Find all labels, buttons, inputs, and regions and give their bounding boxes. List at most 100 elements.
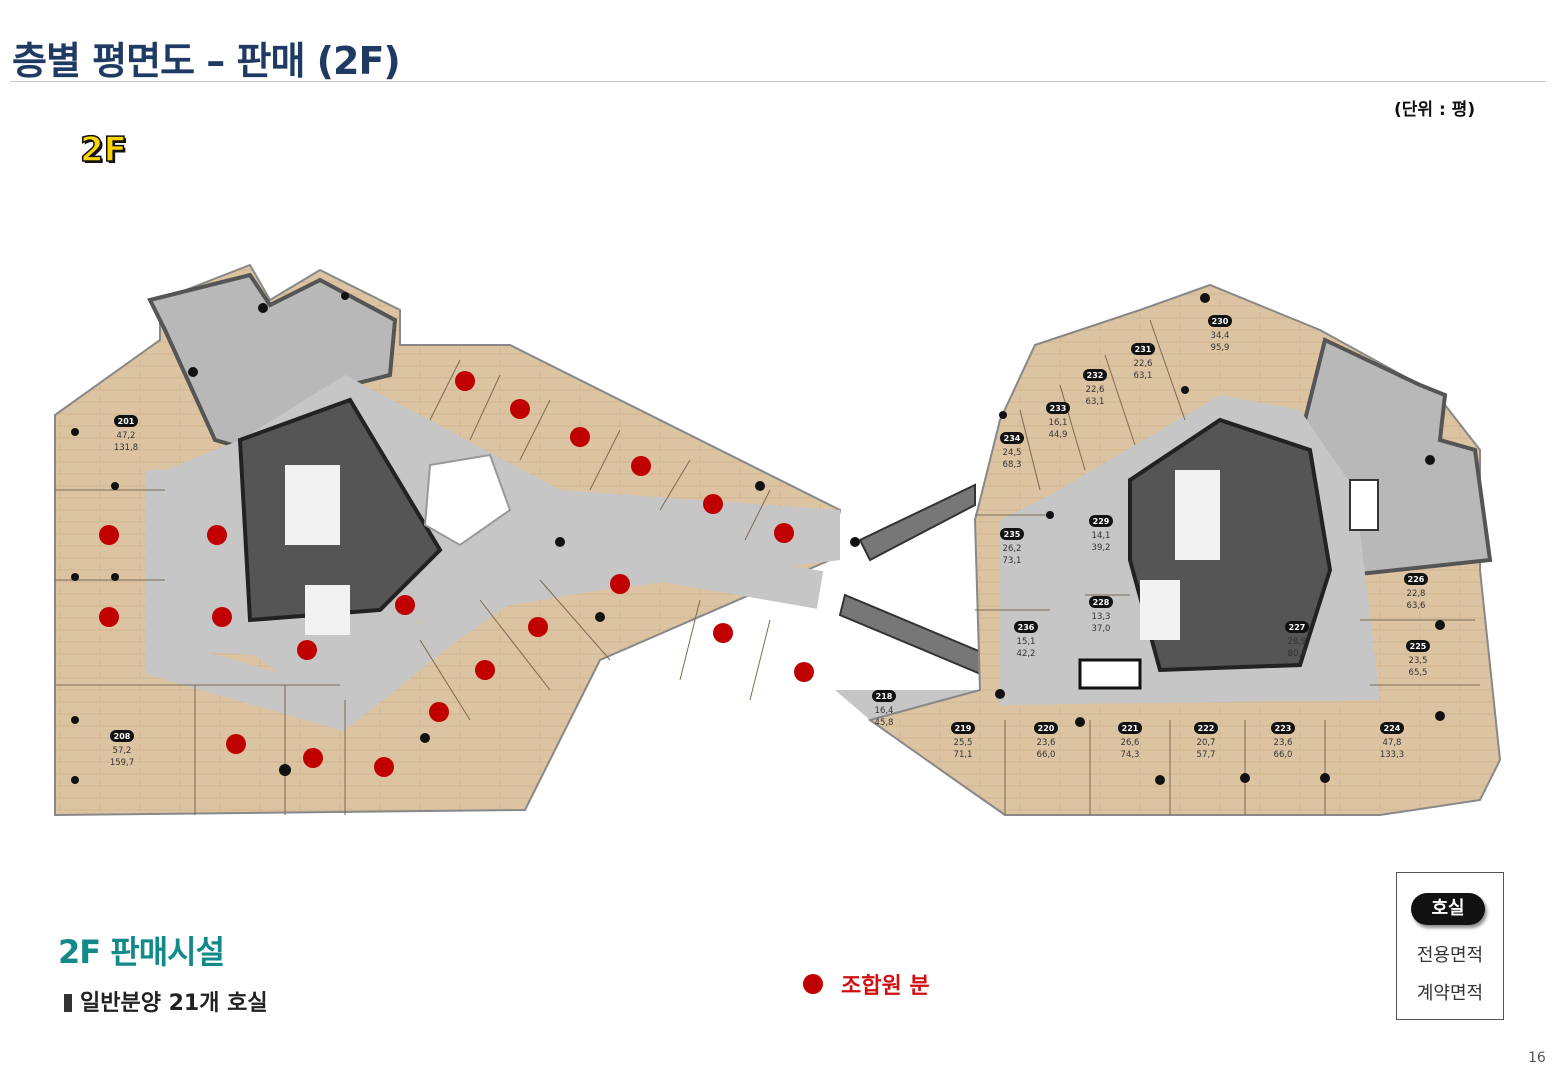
member-unit-dot	[207, 525, 227, 545]
unit-contract-area: 57,7	[1197, 750, 1216, 760]
unit-number-text: 226	[1408, 575, 1425, 584]
unit-number-pill	[1271, 722, 1295, 734]
member-dot-icon	[803, 974, 823, 994]
member-unit-dot	[395, 595, 415, 615]
unit-number-pill	[1000, 432, 1024, 444]
unit-contract-area: 68,3	[1003, 460, 1022, 470]
unit-exclusive-area: 47,2	[117, 431, 136, 441]
unit-number-pill	[1034, 722, 1058, 734]
member-unit-dot	[713, 623, 733, 643]
unit-number-pill	[1118, 722, 1142, 734]
unit-exclusive-area: 22,8	[1407, 589, 1426, 599]
unit-number-text: 227	[1289, 623, 1306, 632]
unit-number-pill	[872, 690, 896, 702]
structural-columns	[71, 292, 1445, 785]
unit-label-218: 218 16,4 45,8	[872, 690, 896, 728]
unit-number-text: 231	[1135, 345, 1152, 354]
unit-number-pill	[1406, 640, 1430, 652]
left-building	[54, 263, 842, 817]
unit-contract-area: 95,9	[1211, 343, 1230, 353]
unit-number-text: 219	[955, 724, 972, 733]
member-unit-dot	[429, 702, 449, 722]
unit-contract-area: 133,3	[1380, 750, 1404, 760]
unit-exclusive-area: 23,6	[1274, 738, 1293, 748]
unit-label-key: 호실 전용면적 계약면적	[1396, 872, 1504, 1020]
member-unit-dot	[510, 399, 530, 419]
member-unit-dot	[631, 456, 651, 476]
unit-number-text: 225	[1410, 642, 1427, 651]
unit-number-text: 208	[114, 732, 131, 741]
unit-number-pill	[1131, 343, 1155, 355]
unit-number-pill	[1404, 573, 1428, 585]
unit-label-223: 223 23,6 66,0	[1271, 722, 1295, 760]
member-unit-dot	[297, 640, 317, 660]
member-unit-dot	[774, 523, 794, 543]
unit-number-text: 201	[118, 417, 135, 426]
unit-number-pill	[1083, 369, 1107, 381]
unit-number-text: 218	[876, 692, 893, 701]
unit-number-pill	[1285, 621, 1309, 633]
unit-contract-area: 44,9	[1049, 430, 1068, 440]
unit-number-text: 223	[1275, 724, 1292, 733]
unit-number-pill	[1000, 528, 1024, 540]
unit-exclusive-area: 15,1	[1017, 637, 1036, 647]
member-unit-dot	[610, 574, 630, 594]
unit-number-text: 224	[1384, 724, 1401, 733]
unit-number-text: 220	[1038, 724, 1055, 733]
unit-exclusive-area: 16,1	[1049, 418, 1068, 428]
unit-label-233: 233 16,1 44,9	[1046, 402, 1070, 440]
member-unit-dot	[226, 734, 246, 754]
unit-contract-area: 45,8	[875, 718, 894, 728]
key-contract-area: 계약면적	[1416, 983, 1484, 1004]
unit-exclusive-area: 14,1	[1092, 531, 1111, 541]
unit-exclusive-area: 20,7	[1197, 738, 1216, 748]
unit-number-pill	[1380, 722, 1404, 734]
unit-number-text: 233	[1050, 404, 1067, 413]
unit-number-pill	[951, 722, 975, 734]
unit-exclusive-area: 26,2	[1003, 544, 1022, 554]
unit-number-text: 221	[1122, 724, 1139, 733]
unit-exclusive-area: 22,6	[1086, 385, 1105, 395]
floor-badge: 2F	[79, 129, 127, 171]
unit-number-text: 230	[1212, 317, 1229, 326]
unit-number-text: 228	[1093, 598, 1110, 607]
unit-labels: 20147,2131,820857,2159,721816,445,821925…	[110, 315, 1430, 768]
member-unit-dot	[212, 607, 232, 627]
unit-label-201: 201 47,2 131,8	[114, 415, 138, 453]
unit-number-text: 222	[1198, 724, 1215, 733]
section-title: 2F 판매시설	[58, 933, 225, 971]
unit-exclusive-area: 34,4	[1211, 331, 1230, 341]
unit-number-pill	[1014, 621, 1038, 633]
unit-exclusive-area: 25,5	[954, 738, 973, 748]
unit-contract-area: 159,7	[110, 758, 134, 768]
unit-contract-area: 74,3	[1121, 750, 1140, 760]
unit-exclusive-area: 16,4	[875, 706, 894, 716]
unit-number-text: 229	[1093, 517, 1110, 526]
unit-contract-area: 66,0	[1274, 750, 1293, 760]
unit-contract-area: 63,1	[1134, 371, 1153, 381]
unit-exclusive-area: 13,3	[1092, 612, 1111, 622]
unit-contract-area: 131,8	[114, 443, 138, 453]
unit-number-text: 235	[1004, 530, 1021, 539]
unit-label-222: 222 20,7 57,7	[1194, 722, 1218, 760]
bullet-bar	[64, 994, 72, 1012]
member-unit-dot	[528, 617, 548, 637]
unit-number-pill	[1046, 402, 1070, 414]
member-unit-dot	[99, 525, 119, 545]
unit-contract-area: 71,1	[954, 750, 973, 760]
unit-exclusive-area: 24,5	[1003, 448, 1022, 458]
page-title: 층별 평면도 – 판매 (2F)	[12, 39, 401, 83]
member-unit-dot	[374, 757, 394, 777]
member-unit-markers	[99, 371, 814, 777]
unit-number-pill	[110, 730, 134, 742]
unit-contract-area: 37,0	[1092, 624, 1111, 634]
unit-number-text: 232	[1087, 371, 1104, 380]
